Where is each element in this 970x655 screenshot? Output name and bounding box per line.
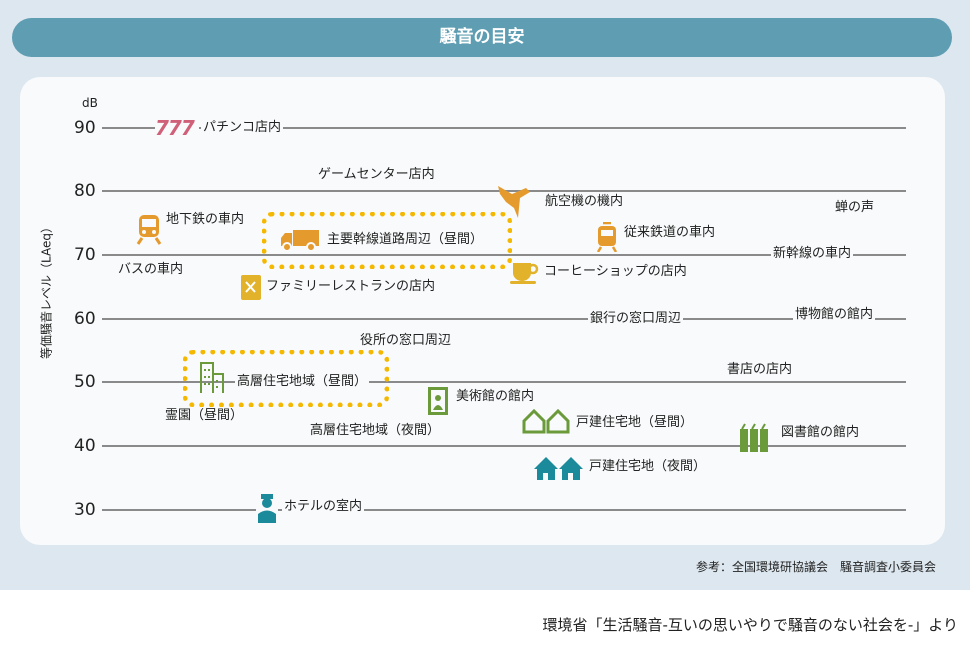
building-icon <box>200 362 224 393</box>
y-axis-label: 等価騒音レベル（LAeq） <box>39 221 54 359</box>
portrait-icon <box>428 387 448 415</box>
train-icon <box>596 222 618 252</box>
gridline-70 <box>102 254 906 256</box>
restaurant-icon <box>241 275 261 300</box>
tick-label: 30 <box>74 500 96 520</box>
highlight-box-highrise <box>183 350 389 407</box>
truck-icon <box>281 230 319 252</box>
gridline-40 <box>102 445 906 447</box>
source-caption: 環境省「生活騒音-互いの思いやりで騒音のない社会を-」より <box>542 616 958 634</box>
hotel-staff-icon <box>256 492 278 524</box>
gridline-60 <box>102 318 906 320</box>
item-label: 高層住宅地域（夜間） <box>308 423 443 439</box>
item-label: 航空機の機内 <box>543 194 626 210</box>
houses-icon <box>522 409 570 434</box>
gridline-50 <box>102 381 906 383</box>
tick-label: 70 <box>74 245 96 265</box>
item-label: 役所の窓口周辺 <box>358 333 454 349</box>
train-icon <box>136 215 162 245</box>
item-label: 戸建住宅地（昼間） <box>574 415 696 431</box>
gridline-90 <box>102 127 906 129</box>
item-label: 主要幹線道路周辺（昼間） <box>325 232 486 248</box>
chart-panel <box>20 77 945 545</box>
item-label: 書店の店内 <box>725 362 795 378</box>
item-label: ファミリーレストランの店内 <box>264 279 438 295</box>
highlight-box-road <box>262 212 512 269</box>
tick-label: 90 <box>74 118 96 138</box>
item-label: バスの車内 <box>116 262 186 278</box>
tick-label: 80 <box>74 181 96 201</box>
page-title: 騒音の目安 <box>12 18 952 57</box>
tick-label: 40 <box>74 436 96 456</box>
item-label: 美術館の館内 <box>454 389 537 405</box>
item-label: 新幹線の車内 <box>771 246 854 262</box>
books-icon <box>740 423 768 452</box>
reference-note: 参考：全国環境研協議会 騒音調査小委員会 <box>695 560 936 574</box>
item-label: コーヒーショップの店内 <box>542 264 689 280</box>
y-axis-unit: dB <box>82 96 98 110</box>
tick-label: 60 <box>74 309 96 329</box>
item-label: 銀行の窓口周辺 <box>588 311 684 327</box>
item-label: 図書館の館内 <box>779 425 862 441</box>
item-label: 蝉の声 <box>833 200 877 216</box>
slot-777-icon: 777 <box>155 117 199 139</box>
houses-icon <box>534 457 583 480</box>
item-label: パチンコ店内 <box>201 120 284 136</box>
item-label: 霊園（昼間） <box>163 408 246 424</box>
gridline-30 <box>102 509 906 511</box>
item-label: ホテルの室内 <box>282 499 365 515</box>
item-label: 従来鉄道の車内 <box>622 225 718 241</box>
item-label: ゲームセンター店内 <box>316 167 437 183</box>
coffee-cup-icon <box>510 263 539 284</box>
airplane-icon <box>498 186 530 218</box>
item-label: 博物館の館内 <box>793 307 876 323</box>
item-label: 戸建住宅地（夜間） <box>587 459 709 475</box>
item-label: 高層住宅地域（昼間） <box>235 374 370 390</box>
item-label: 地下鉄の車内 <box>164 212 247 228</box>
tick-label: 50 <box>74 372 96 392</box>
